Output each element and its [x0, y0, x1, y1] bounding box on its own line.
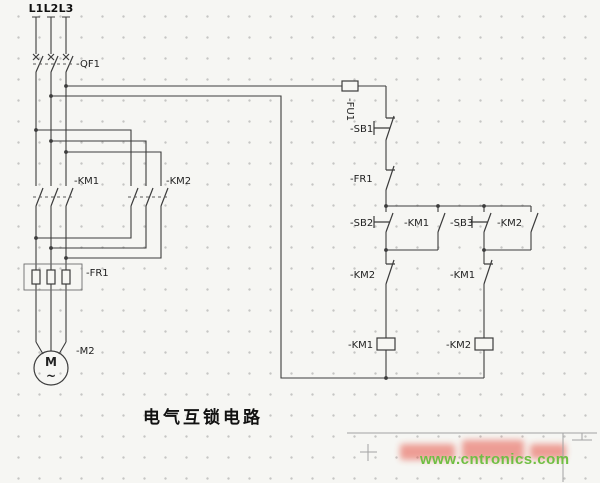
motor-circle: [33, 350, 69, 386]
fr1-box: [23, 263, 83, 291]
phase-label-l2: L2: [44, 2, 59, 15]
km1-interlock-label: -KM1: [450, 270, 475, 281]
sb3-label: -SB3: [450, 218, 473, 229]
fr1-nc-contact: -FR1: [350, 165, 395, 191]
km2-interlock-contact: -KM2: [350, 259, 395, 285]
phase-label-l1: L1: [29, 2, 44, 15]
motor-letter: M: [45, 355, 57, 369]
contactor-km1-contacts: -KM1: [33, 176, 99, 207]
motor-wave-symbol: ~: [46, 369, 56, 383]
sb1-label: -SB1: [350, 124, 373, 135]
fr1-contact-label: -FR1: [350, 174, 373, 185]
phase-label-l3: L3: [59, 2, 74, 15]
km1-interlock-contact: -KM1: [450, 259, 493, 285]
km1-aux-label: -KM1: [404, 218, 429, 229]
motor-ref-label: -M2: [76, 346, 95, 357]
junction-dots: [34, 84, 486, 380]
km1-coil-label: -KM1: [348, 340, 373, 351]
km1-coil: -KM1: [348, 337, 396, 351]
km2-coil-label: -KM2: [446, 340, 471, 351]
motor-m: M ~ -M2: [33, 346, 95, 386]
sb2-label: -SB2: [350, 218, 373, 229]
fu1-label: -FU1: [344, 98, 355, 121]
breaker-qf1: -QF1: [32, 53, 100, 73]
fu1-body: [341, 80, 359, 92]
corner-mark: [572, 433, 592, 441]
contactor-km2-contacts: -KM2: [128, 176, 191, 207]
km1-main-label: -KM1: [74, 176, 99, 187]
km2-interlock-label: -KM2: [350, 270, 375, 281]
km2-coil-body: [474, 337, 494, 351]
km2-aux-label: -KM2: [497, 218, 522, 229]
qf1-label: -QF1: [76, 59, 100, 70]
power-rails: [35, 17, 162, 355]
start-button-sb2: -SB2: [350, 212, 394, 233]
start-button-sb3: -SB3: [450, 212, 492, 233]
km2-main-label: -KM2: [166, 176, 191, 187]
red-watermark-blur: [400, 440, 566, 460]
diagram-title: 电气互锁电路: [143, 407, 263, 428]
control-circuit-wires: [51, 85, 532, 379]
website-watermark: www.cntronics.com: [419, 451, 570, 468]
fuse-fu1: -FU1: [341, 80, 359, 121]
registration-cross: [360, 444, 377, 461]
km2-coil: -KM2: [446, 337, 494, 351]
fr1-main-label: -FR1: [86, 268, 109, 279]
thermal-relay-fr1: -FR1: [23, 263, 109, 291]
km1-aux-contact: -KM1: [404, 212, 446, 233]
title-block-marks: [347, 432, 597, 482]
km2-aux-contact: -KM2: [497, 212, 539, 233]
phase-header: L1 L2 L3: [29, 2, 74, 18]
km1-coil-body: [376, 337, 396, 351]
stop-button-sb1: -SB1: [350, 115, 395, 141]
